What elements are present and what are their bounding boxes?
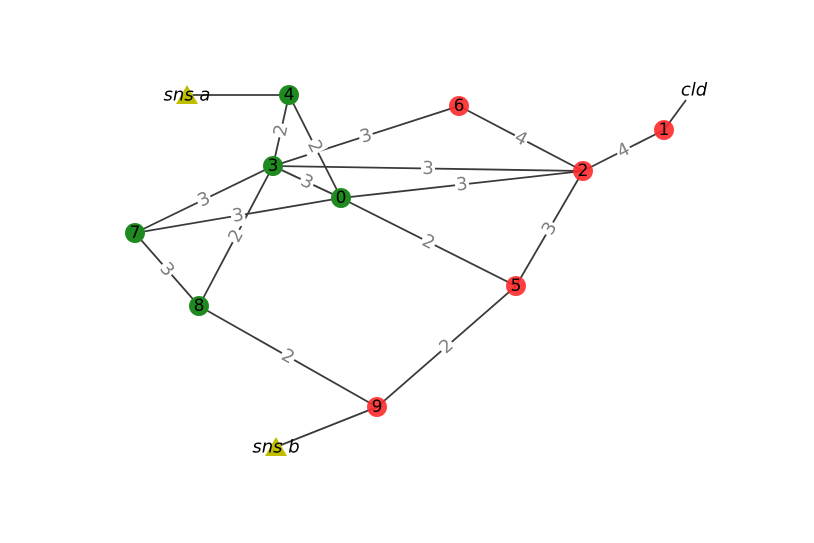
node-circle [331,188,351,208]
edge-weight-bg [536,216,563,241]
node-label: 5 [511,276,522,296]
node-8: 8 [189,296,209,316]
node-circle [449,96,469,116]
sensor-label: sns b [252,437,299,458]
edge-weight-bg [302,135,328,158]
node-sns-b: sns b [252,437,299,458]
edge-weight-bg [276,343,300,370]
node-cld: cld [681,80,708,101]
node-label: 3 [268,156,279,176]
node-5: 5 [506,276,526,296]
edge-weight-bg [355,123,377,149]
edge-weight-bg [268,121,294,140]
node-label: 4 [284,85,295,105]
edge-weight-bg [192,186,216,213]
edge-weight-bg [509,125,533,152]
edge-weight-text: 2 [269,123,292,139]
node-9: 9 [367,397,387,417]
edge-weight-0-2: 3 [453,172,471,197]
edge-weight-text: 3 [231,204,246,227]
edge-weight-3-2: 3 [420,157,436,180]
node-circle [279,85,299,105]
node-label: 1 [659,120,670,140]
sensor-triangle-icon [265,437,287,456]
edge-weight-text: 3 [455,173,469,195]
sensor-triangle-icon [176,85,198,104]
edge-weight-4-0: 2 [302,135,328,158]
node-circle [573,161,593,181]
node-circle [189,296,209,316]
edge-weight-2-1: 4 [612,137,635,164]
node-circle [125,223,145,243]
edge-weight-bg [433,333,460,360]
edges-layer [134,94,687,448]
edge-weight-bg [612,137,635,164]
node-circle [367,397,387,417]
node-0: 0 [331,188,351,208]
node-sns-a: sns a [164,85,211,106]
edge-weight-7-0: 3 [229,203,247,228]
edge-weight-0-5: 2 [417,229,440,255]
edge-weight-3-6: 3 [355,123,377,149]
edge-weight-bg [420,157,436,180]
node-circle [506,276,526,296]
edge-weight-8-9: 2 [276,343,300,370]
cloud-label: cld [681,80,708,101]
edge-weight-bg [417,229,440,255]
edge-weight-3-7: 3 [192,186,216,213]
node-6: 6 [449,96,469,116]
edge-weight-bg [154,256,180,283]
edge-weight-4-3: 2 [268,121,294,140]
edge-weight-5-9: 2 [433,333,460,360]
sensor-label: sns a [164,85,211,106]
node-1: 1 [654,120,674,140]
node-2: 2 [573,161,593,181]
edge-weight-text: 3 [422,158,434,179]
node-label: 0 [336,188,347,208]
edge-weight-3-8: 2 [223,224,249,248]
edge-weight-2-5: 3 [536,216,563,241]
node-circle [654,120,674,140]
edge-weight-bg [295,169,319,195]
edge-weight-7-8: 3 [154,256,180,283]
node-label: 7 [130,223,141,243]
node-circle [263,156,283,176]
edge-weight-3-0: 3 [295,169,319,195]
edge-weight-bg [223,224,249,248]
node-label: 2 [578,161,589,181]
node-label: 9 [372,397,383,417]
edge-weight-6-2: 4 [509,125,533,152]
node-label: 6 [454,96,465,116]
edge-weight-bg [229,203,247,228]
node-4: 4 [279,85,299,105]
edge-weight-bg [453,172,471,197]
node-label: 8 [194,296,205,316]
node-3: 3 [263,156,283,176]
node-7: 7 [125,223,145,243]
edge-9-sns_b [275,406,378,448]
